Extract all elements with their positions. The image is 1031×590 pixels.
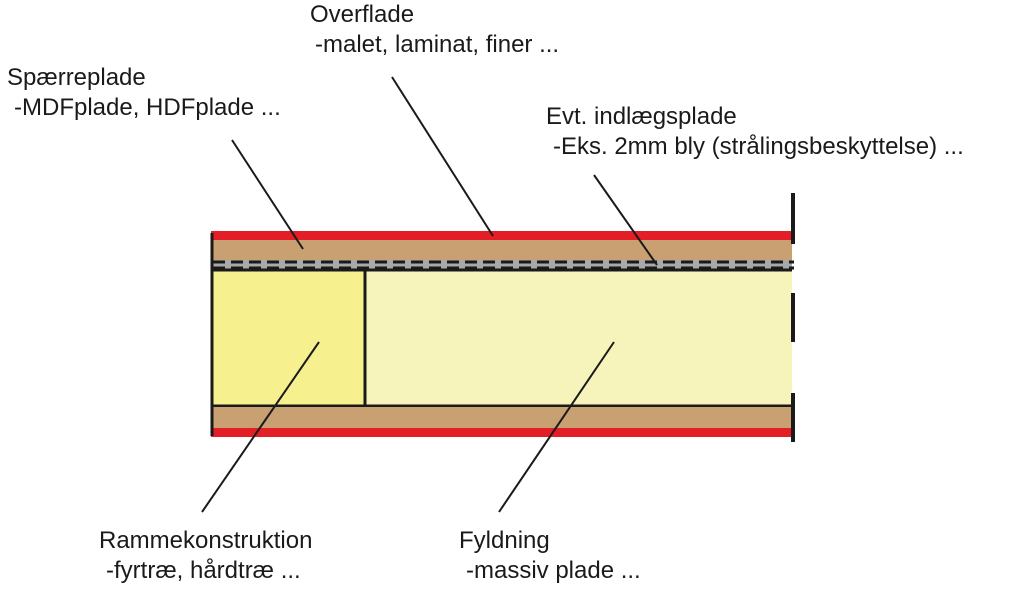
leader-spaerreplade <box>231 139 304 250</box>
label-overflade-title: Overflade <box>310 1 415 28</box>
leader-overflade <box>391 76 494 237</box>
leader-fyldning <box>498 341 615 513</box>
barrier-board-top <box>211 240 792 260</box>
label-indlaegsplade-detail: -Eks. 2mm bly (strålingsbeskyttelse) ... <box>553 133 964 160</box>
label-overflade-detail: -malet, laminat, finer ... <box>315 31 560 58</box>
surface-layer-top <box>211 231 792 240</box>
leader-rammekonstruktion <box>201 341 320 513</box>
label-spaerreplade-detail: -MDFplade, HDFplade ... <box>14 94 281 121</box>
label-indlaegsplade-title: Evt. indlægsplade <box>546 103 737 130</box>
label-fyldning-detail: -massiv plade ... <box>466 557 641 584</box>
label-fyldning-title: Fyldning <box>459 527 550 554</box>
label-fyldning: Fyldning -massiv plade ... <box>459 526 641 586</box>
label-rammekonstruktion-detail: -fyrtræ, hårdtræ ... <box>106 557 301 584</box>
label-rammekonstruktion: Rammekonstruktion -fyrtræ, hårdtræ ... <box>99 526 312 586</box>
label-spaerreplade-title: Spærreplade <box>7 64 146 91</box>
barrier-board-bottom <box>211 407 792 428</box>
leader-indlaegsplade <box>593 174 658 266</box>
label-indlaegsplade: Evt. indlægsplade -Eks. 2mm bly (strålin… <box>546 102 964 162</box>
insert-plate <box>211 260 792 270</box>
label-rammekonstruktion-title: Rammekonstruktion <box>99 527 313 554</box>
label-spaerreplade: Spærreplade -MDFplade, HDFplade ... <box>7 63 281 123</box>
surface-layer-bottom <box>211 428 792 437</box>
label-overflade: Overflade -malet, laminat, finer ... <box>310 0 559 60</box>
filling-core <box>365 270 792 406</box>
frame-member <box>211 270 365 406</box>
